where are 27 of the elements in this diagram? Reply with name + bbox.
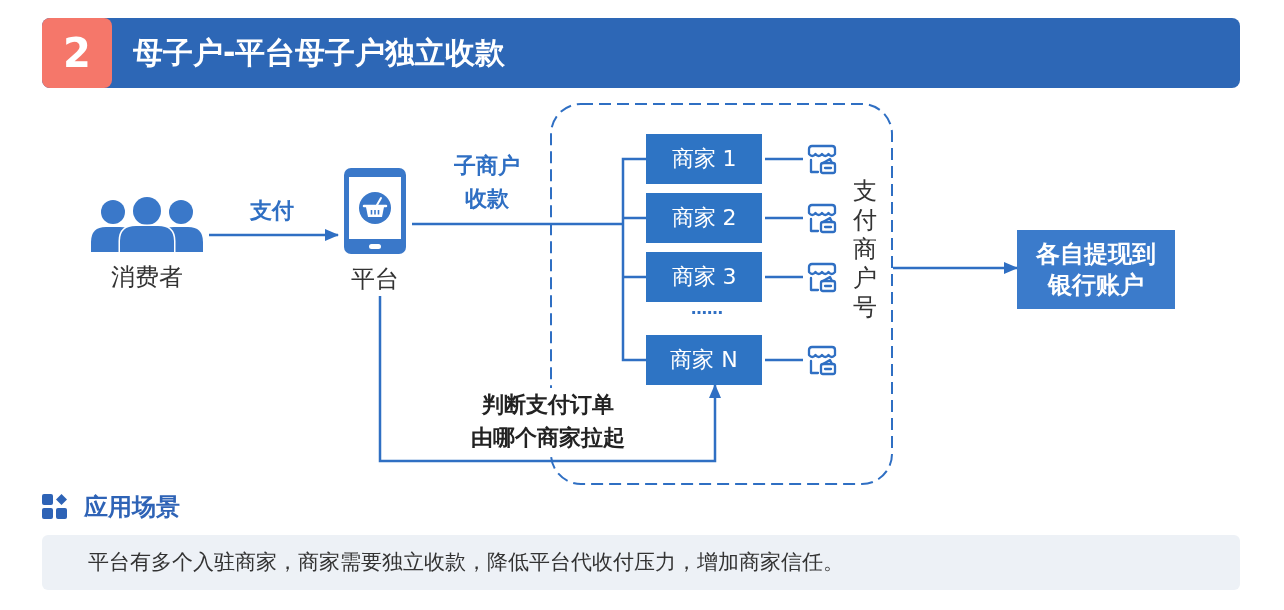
shop-icon [806, 143, 838, 175]
merchant-box: 商家 N [646, 335, 762, 385]
node-label: 消费者 [111, 262, 183, 292]
note-band: 平台有多个入驻商家，商家需要独立收款，降低平台代收付压力，增加商家信任。 [42, 535, 1240, 590]
arrow [378, 296, 721, 463]
node-label: 平台 [351, 264, 399, 294]
branching-line [410, 157, 648, 362]
title: 母子户-平台母子户独立收款 [133, 34, 506, 72]
merchant-box: 商家 3 [646, 252, 762, 302]
connector-line [765, 358, 803, 362]
shop-icon [806, 261, 838, 293]
merchant-box: 商家 2 [646, 193, 762, 243]
connector-line [765, 157, 803, 161]
connector-line [765, 275, 803, 279]
merchant-box: 商家 1 [646, 134, 762, 184]
edge-label: 子商户收款 [453, 152, 521, 213]
process-box: 各自提现到银行账户 [1017, 230, 1175, 309]
shop-icon [806, 344, 838, 376]
connector-line [765, 216, 803, 220]
number-badge: 2 [42, 18, 112, 88]
arrow [893, 262, 1018, 274]
ellipsis: …… [691, 299, 723, 319]
section-heading: 应用场景 [84, 492, 180, 522]
edge-label: 支付 [250, 197, 294, 225]
shop-icon [806, 202, 838, 234]
vertical-label: 支付商户号 [852, 177, 878, 322]
arrow [209, 229, 339, 241]
